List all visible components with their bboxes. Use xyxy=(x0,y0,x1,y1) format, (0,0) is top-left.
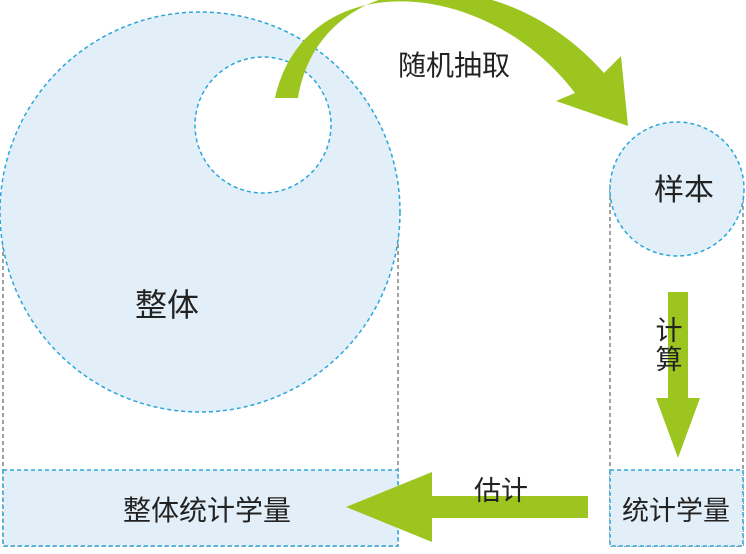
compute-label-char-1: 计 xyxy=(656,316,683,347)
sample-circle xyxy=(609,121,745,257)
population-statistic-box xyxy=(2,469,399,547)
sampling-arrow xyxy=(275,0,628,126)
sample-statistic-box xyxy=(609,469,744,547)
population-label: 整体 xyxy=(135,286,199,324)
compute-label-char-2: 算 xyxy=(656,345,683,376)
sample-statistic-label: 统计学量 xyxy=(622,496,730,527)
population-statistic-label: 整体统计学量 xyxy=(123,494,291,527)
sample-label: 样本 xyxy=(654,173,714,208)
compute-arrow xyxy=(656,292,700,458)
estimate-label: 估计 xyxy=(474,476,528,507)
estimate-arrow xyxy=(346,472,588,542)
random-sampling-label: 随机抽取 xyxy=(398,49,510,82)
population-circle xyxy=(0,11,401,413)
subset-circle xyxy=(194,56,332,194)
